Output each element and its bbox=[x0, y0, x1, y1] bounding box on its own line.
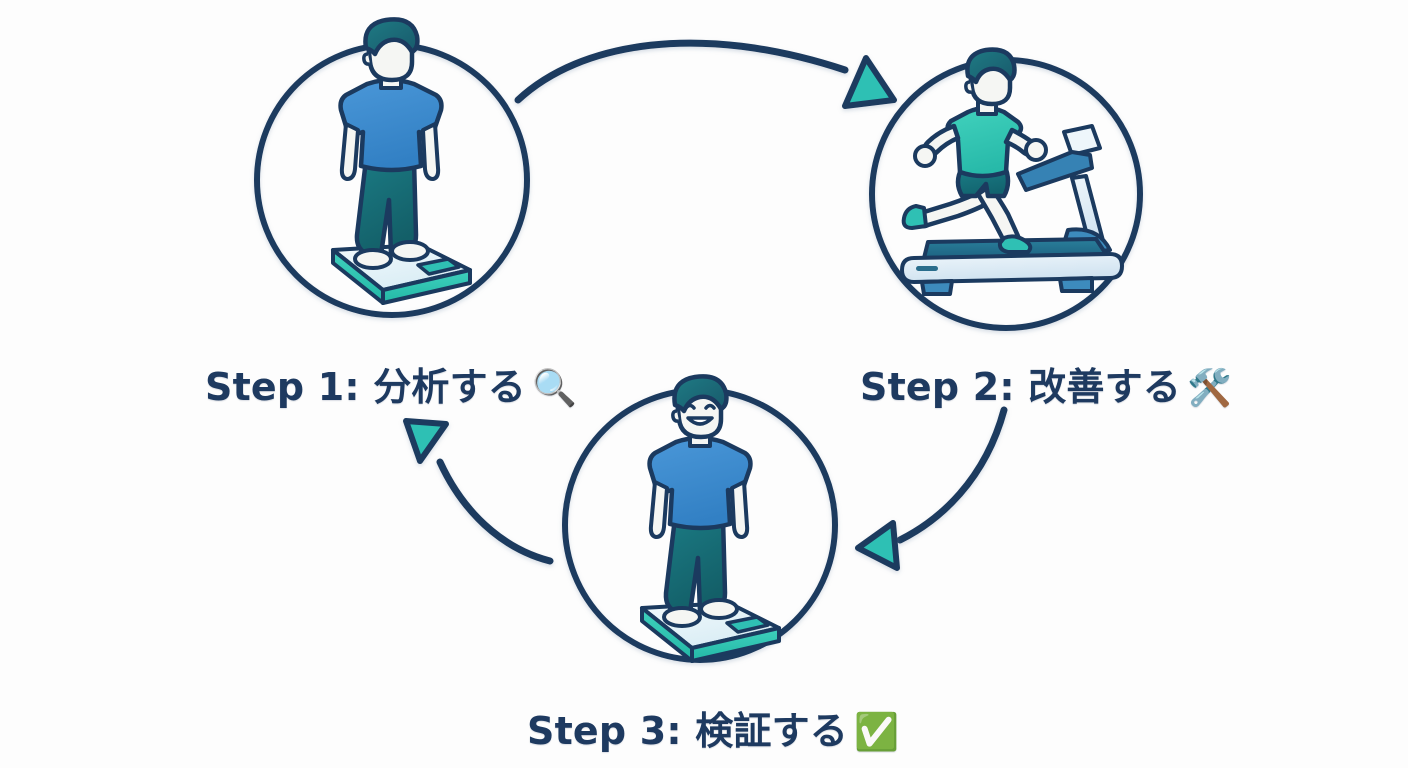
runner-fist-front bbox=[1024, 138, 1048, 162]
arrow-step1-to-step2 bbox=[514, 39, 897, 109]
white-check-mark-icon: ✅ bbox=[854, 712, 900, 753]
scale-display-3 bbox=[725, 615, 770, 634]
treadmill-console bbox=[1062, 124, 1102, 157]
step-2-label-text: Step 2: 改善する bbox=[860, 365, 1182, 409]
step-2-illustration bbox=[869, 47, 1143, 331]
scale-display-1 bbox=[416, 257, 461, 276]
mouth-smile bbox=[686, 416, 714, 426]
step-3-label: Step 3: 検証する✅ bbox=[527, 700, 899, 755]
runner-shoe-back bbox=[901, 204, 928, 230]
step-1-label: Step 1: 分析する🔍 bbox=[205, 356, 577, 411]
eye-left bbox=[684, 403, 696, 410]
step-1-illustration bbox=[254, 17, 530, 318]
person-figure-1 bbox=[338, 17, 444, 270]
step-2-label: Step 2: 改善する🛠️ bbox=[860, 356, 1232, 411]
step-3-label-text: Step 3: 検証する bbox=[527, 709, 849, 753]
eye-right bbox=[704, 403, 716, 410]
arrow-step2-to-step3 bbox=[855, 406, 1008, 571]
arrow-step3-to-step1 bbox=[403, 418, 554, 565]
runner-fist-back bbox=[913, 144, 937, 168]
step-3-illustration bbox=[562, 374, 838, 663]
runner-figure bbox=[901, 47, 1048, 254]
person-figure-3 bbox=[647, 374, 753, 628]
step-1-label-text: Step 1: 分析する bbox=[205, 365, 527, 409]
magnifying-glass-icon: 🔍 bbox=[532, 368, 578, 409]
runner-shoe-front bbox=[997, 234, 1033, 254]
hammer-and-wrench-icon: 🛠️ bbox=[1187, 368, 1233, 409]
treadmill-handlebar bbox=[1016, 150, 1094, 192]
